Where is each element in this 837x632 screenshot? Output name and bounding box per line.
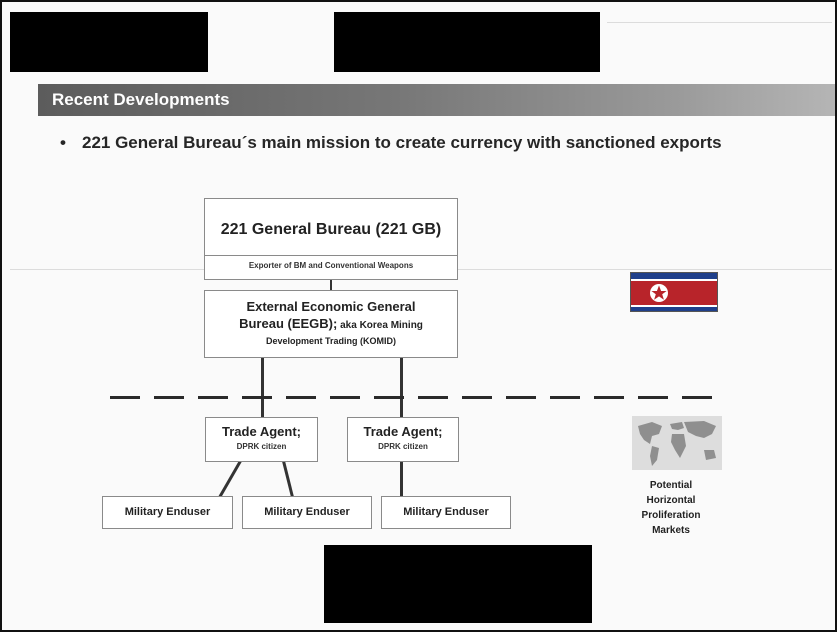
box-subtitle: Exporter of BM and Conventional Weapons: [248, 261, 414, 270]
trade-agent-subtitle: DPRK citizen: [378, 442, 428, 451]
box-divider: [205, 255, 457, 256]
north-korea-flag-icon: [630, 272, 718, 312]
connector-line: [400, 461, 403, 499]
box-eegb: External Economic General Bureau (EEGB);…: [204, 290, 458, 358]
markets-line: Horizontal: [646, 495, 696, 506]
enduser-label: Military Enduser: [264, 506, 350, 518]
trade-agent-box: Trade Agent; DPRK citizen: [347, 417, 459, 462]
scan-artifact-line: [607, 22, 832, 23]
military-enduser-box: Military Enduser: [381, 496, 511, 529]
bullet-marker: •: [60, 133, 66, 152]
box-title: 221 General Bureau (221 GB): [220, 221, 442, 238]
enduser-label: Military Enduser: [124, 506, 211, 518]
markets-line: Markets: [652, 525, 690, 536]
trade-agent-title: Trade Agent;: [363, 424, 443, 439]
markets-line: Proliferation: [641, 510, 701, 521]
bullet-text: 221 General Bureau´s main mission to cre…: [82, 133, 722, 152]
map-graphic: [632, 416, 722, 470]
world-map-icon: [632, 416, 722, 470]
eegb-aka: aka Korea Mining: [337, 320, 423, 331]
trade-agent-box: Trade Agent; DPRK citizen: [205, 417, 318, 462]
eegb-title-line2: Bureau (EEGB); aka Korea Mining: [205, 315, 457, 334]
connector-line: [261, 357, 264, 417]
connector-line: [330, 279, 332, 290]
eegb-title-line3: Development Trading (KOMID): [265, 336, 396, 346]
section-banner: Recent Developments: [38, 84, 835, 116]
connector-line: [216, 460, 242, 501]
military-enduser-box: Military Enduser: [102, 496, 233, 529]
enduser-label: Military Enduser: [403, 506, 489, 518]
redaction-block: [334, 12, 600, 72]
military-enduser-box: Military Enduser: [242, 496, 372, 529]
proliferation-markets-label: Potential Horizontal Proliferation Marke…: [616, 478, 726, 538]
markets-line: Potential: [649, 480, 693, 491]
dashed-border-line: [110, 396, 720, 399]
connector-line: [282, 460, 295, 501]
trade-agent-title: Trade Agent;: [222, 424, 301, 439]
redaction-block: [324, 545, 592, 623]
connector-line: [400, 357, 403, 417]
trade-agent-subtitle: DPRK citizen: [236, 442, 287, 451]
flag-graphic: [631, 273, 717, 311]
box-221-general-bureau: 221 General Bureau (221 GB) Exporter of …: [204, 198, 458, 280]
eegb-title-bold: Bureau (EEGB);: [239, 316, 338, 331]
bullet-point: • 221 General Bureau´s main mission to cr…: [60, 133, 722, 153]
redaction-block: [10, 12, 208, 72]
eegb-title-line1: External Economic General: [246, 299, 416, 314]
